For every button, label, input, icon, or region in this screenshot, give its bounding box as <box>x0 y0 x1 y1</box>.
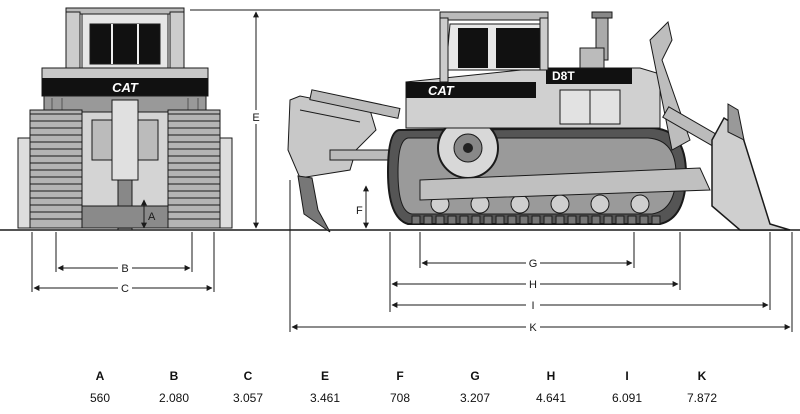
dim-label-G: G <box>529 258 538 270</box>
side-brand-logo: CAT <box>428 83 455 98</box>
dim-header: F <box>396 369 404 383</box>
dim-col-G: G 3.207 <box>445 368 505 406</box>
track-link <box>507 215 517 225</box>
dim-header: A <box>95 369 105 383</box>
dim-label-F: F <box>356 205 363 217</box>
track-link <box>651 215 661 225</box>
track-link <box>555 215 565 225</box>
dim-header: C <box>243 369 253 383</box>
dim-col-E: E 3.461 <box>295 368 355 406</box>
dim-label-I: I <box>531 300 534 312</box>
dim-label-B: B <box>121 263 128 275</box>
track-link <box>483 215 493 225</box>
model-badge: D8T <box>552 69 575 83</box>
dim-header: I <box>625 369 629 383</box>
dim-value: 560 <box>89 391 111 405</box>
track-link <box>435 215 445 225</box>
side-view: CAT D8T <box>287 11 791 233</box>
dim-label-A: A <box>148 211 156 223</box>
track-link <box>579 215 589 225</box>
track-roller <box>630 194 650 214</box>
dim-value: 6.091 <box>611 391 643 405</box>
dim-value: 3.057 <box>232 391 264 405</box>
track-link <box>591 215 601 225</box>
track-link <box>531 215 541 225</box>
dim-value: 4.641 <box>535 391 567 405</box>
front-view: CAT <box>17 7 233 231</box>
track-link <box>447 215 457 225</box>
dim-header: K <box>697 369 707 383</box>
dim-value: 3.207 <box>459 391 491 405</box>
dim-header: G <box>470 369 480 383</box>
dim-label-C: C <box>121 283 129 295</box>
track-link <box>627 215 637 225</box>
track-link <box>423 215 433 225</box>
track-link <box>615 215 625 225</box>
track-link <box>567 215 577 225</box>
dim-label-E: E <box>252 112 259 124</box>
dim-col-H: H 4.641 <box>521 368 581 406</box>
dim-value: 708 <box>389 391 411 405</box>
dim-label-K: K <box>529 322 537 334</box>
dim-col-I: I 6.091 <box>597 368 657 406</box>
dim-col-K: K 7.872 <box>672 368 732 406</box>
track-roller <box>590 194 610 214</box>
track-roller <box>510 194 530 214</box>
track-link <box>459 215 469 225</box>
track-link <box>603 215 613 225</box>
dim-value: 7.872 <box>686 391 718 405</box>
track-link <box>519 215 529 225</box>
dozer-dimension-diagram: CAT A B C <box>0 7 800 334</box>
track-link <box>639 215 649 225</box>
dim-header: H <box>546 369 556 383</box>
front-brand-logo: CAT <box>112 80 139 95</box>
track-link <box>471 215 481 225</box>
dim-value: 2.080 <box>158 391 190 405</box>
track-link <box>495 215 505 225</box>
dimension-table: A 560 B 2.080 C 3.057 E 3.461 F 708 G 3.… <box>0 368 800 414</box>
dim-header: E <box>320 369 329 383</box>
dim-col-C: C 3.057 <box>218 368 278 406</box>
dim-value: 3.461 <box>309 391 341 405</box>
dim-header: B <box>169 369 179 383</box>
dim-label-H: H <box>529 279 537 291</box>
track-roller <box>550 194 570 214</box>
dim-col-F: F 708 <box>370 368 430 406</box>
track-link <box>543 215 553 225</box>
track-link <box>411 215 421 225</box>
dim-col-A: A 560 <box>70 368 130 406</box>
dim-col-B: B 2.080 <box>144 368 204 406</box>
